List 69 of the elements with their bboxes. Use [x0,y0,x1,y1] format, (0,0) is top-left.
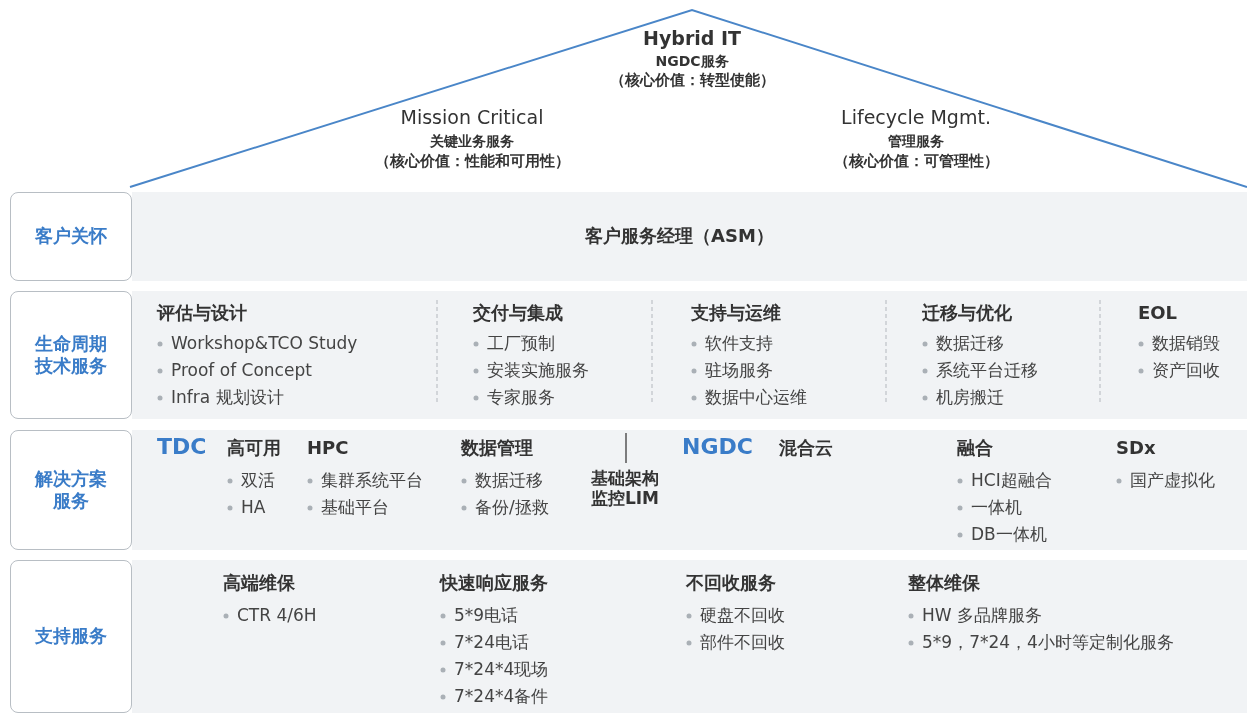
column-heading: HPC [307,437,349,459]
service-name: 关键业务服务 [430,132,514,150]
row-label: 客户关怀 [10,192,132,281]
column-heading: 数据管理 [461,437,533,459]
section-title: NGDC [682,434,753,461]
core-value-note: （核心价值：可管理性） [833,152,999,170]
list-item: 基础平台 [321,497,389,518]
roof-heading: Hybrid IT [643,26,741,50]
list-item: 软件支持 [705,333,773,354]
list-item: DB一体机 [971,524,1047,545]
list-item: 数据迁移 [936,333,1004,354]
list-item: 国产虚拟化 [1130,470,1215,491]
column-heading: 整体维保 [908,572,980,594]
list-item: 7*24电话 [454,632,529,653]
section-title: TDC [157,434,207,461]
service-label: 基础架构监控LIM [589,468,661,509]
list-item: 数据销毁 [1152,333,1220,354]
column-heading: 迁移与优化 [922,302,1012,324]
column-heading: 客户服务经理（ASM） [585,225,774,247]
list-item: 机房搬迁 [936,387,1004,408]
list-item: 一体机 [971,497,1022,518]
list-item: 5*9电话 [454,605,519,626]
list-item: 驻场服务 [705,360,773,381]
list-item: 部件不回收 [700,632,785,653]
roof-heading: Lifecycle Mgmt. [841,105,991,129]
list-item: 7*24*4备件 [454,686,549,707]
column-heading: 快速响应服务 [440,572,548,594]
column-heading: SDx [1116,437,1156,459]
column-heading: 混合云 [779,437,833,459]
list-item: 7*24*4现场 [454,659,549,680]
roof-heading: Mission Critical [400,105,544,129]
column-heading: 交付与集成 [473,302,563,324]
row-label: 解决方案服务 [10,430,132,550]
list-item: Proof of Concept [171,360,312,381]
service-band [132,560,1247,713]
core-value-note: （核心价值：转型使能） [609,71,775,89]
core-value-note: （核心价值：性能和可用性） [374,152,570,170]
list-item: 专家服务 [487,387,555,408]
row-label: 生命周期技术服务 [10,291,132,419]
list-item: HCI超融合 [971,470,1052,491]
column-heading: 评估与设计 [157,302,247,324]
list-item: 系统平台迁移 [936,360,1038,381]
row-label: 支持服务 [10,560,132,713]
list-item: 数据中心运维 [705,387,807,408]
service-name: 管理服务 [888,132,944,150]
service-name: NGDC服务 [655,52,729,70]
list-item: 5*9，7*24，4小时等定制化服务 [922,632,1174,653]
list-item: 备份/拯救 [475,497,549,518]
column-heading: EOL [1138,302,1178,324]
list-item: 工厂预制 [487,333,555,354]
list-item: 集群系统平台 [321,470,423,491]
column-heading: 高可用 [227,437,281,459]
list-item: HA [241,497,266,518]
list-item: 硬盘不回收 [700,605,785,626]
list-item: 安装实施服务 [487,360,589,381]
service-band [132,192,1247,281]
service-band [132,430,1247,550]
list-item: Infra 规划设计 [171,387,284,408]
list-item: Workshop&TCO Study [171,333,358,354]
column-heading: 融合 [957,437,993,459]
column-heading: 支持与运维 [691,302,781,324]
column-heading: 高端维保 [223,572,295,594]
list-item: 数据迁移 [475,470,543,491]
list-item: 双活 [241,470,275,491]
column-heading: 不回收服务 [686,572,776,594]
list-item: CTR 4/6H [237,605,317,626]
list-item: HW 多品牌服务 [922,605,1042,626]
list-item: 资产回收 [1152,360,1220,381]
service-band [132,291,1247,419]
